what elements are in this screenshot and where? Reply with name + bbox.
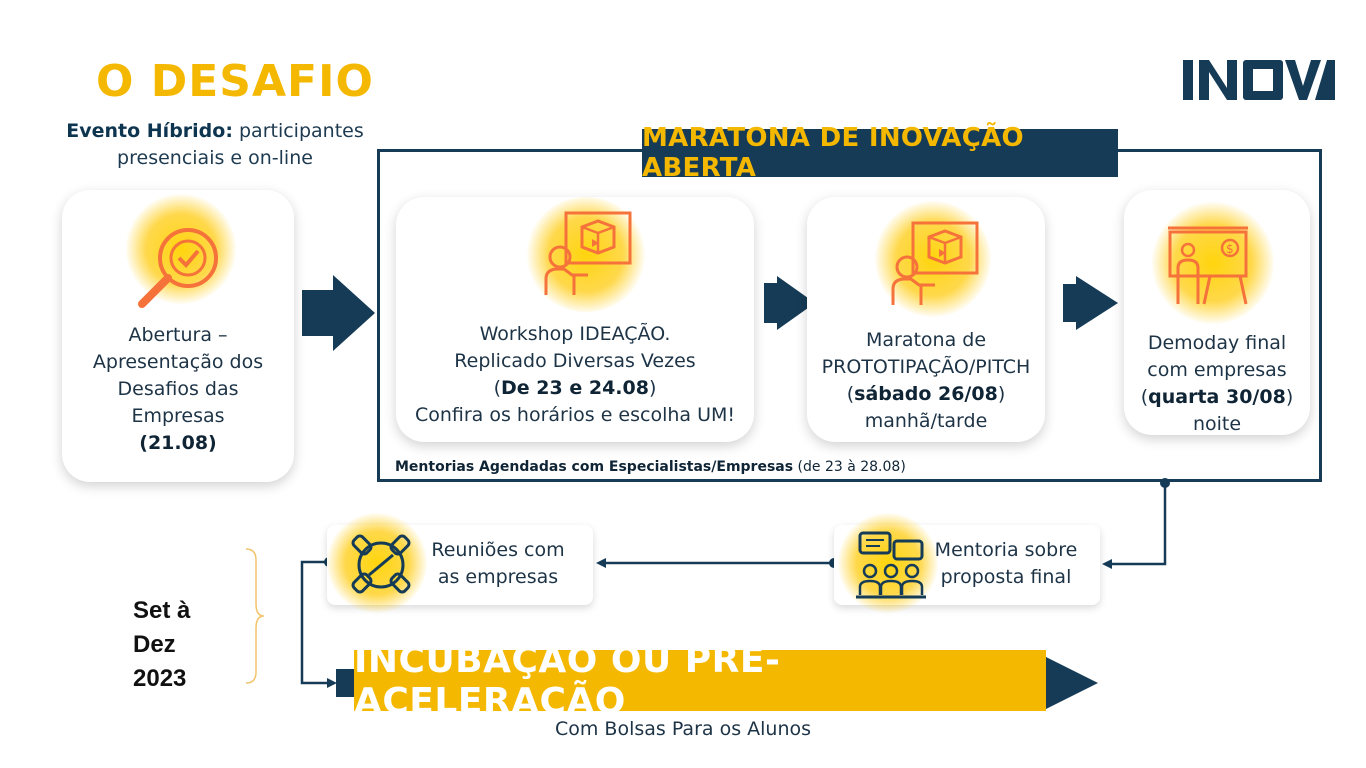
- card-demoday: $ Demoday final com empresas (quarta 30/…: [1124, 190, 1310, 435]
- inova-logo: [1183, 58, 1335, 106]
- card-demoday-text: Demoday final com empresas (quarta 30/08…: [1140, 332, 1294, 435]
- card-prototype-date: sábado 26/08: [854, 383, 998, 405]
- mentoring-schedule-note: Mentorias Agendadas com Especialistas/Em…: [395, 459, 906, 475]
- arrowhead-mentoring: [1102, 559, 1112, 569]
- period-label: Set à Dez 2023: [133, 597, 191, 692]
- arrow-prototype-to-demoday: [1063, 276, 1118, 330]
- card-workshop-text: Workshop IDEAÇÃO. Replicado Diversas Vez…: [414, 323, 736, 426]
- card-opening-date: (21.08): [139, 432, 217, 454]
- arrow-workshop-to-prototype: [764, 276, 815, 330]
- card-opening-text: Abertura – Apresentação dos Desafios das…: [92, 324, 264, 454]
- line-frame-to-mentoring: [1108, 483, 1167, 566]
- svg-text:$: $: [1226, 242, 1234, 256]
- incubation-subtitle: Com Bolsas Para os Alunos: [554, 718, 812, 740]
- subtitle-text: participantes presenciais e on-line: [117, 120, 364, 169]
- presenter-board-icon: [544, 211, 632, 295]
- magnifier-check-icon: [138, 228, 218, 308]
- card-company-meetings: Reuniões com as empresas: [327, 513, 593, 613]
- team-chat-icon: [856, 531, 926, 599]
- card-final-mentoring: Mentoria sobre proposta final: [834, 513, 1100, 613]
- card-prototype: Maratona de PROTOTIPAÇÃO/PITCH (sábado 2…: [807, 197, 1045, 442]
- card-final-mentoring-text: Mentoria sobre proposta final: [934, 539, 1078, 588]
- period-brace: [245, 548, 265, 684]
- arrowhead-incubation: [327, 678, 337, 688]
- event-format-subtitle: Evento Híbrido: participantes presenciai…: [60, 118, 370, 172]
- line-meetings-to-incubation: [300, 560, 330, 685]
- card-workshop-date: De 23 e 24.08: [501, 377, 649, 399]
- card-company-meetings-text: Reuniões com as empresas: [431, 539, 565, 588]
- handshake-chain-icon: [351, 534, 411, 594]
- card-prototype-text: Maratona de PROTOTIPAÇÃO/PITCH (sábado 2…: [821, 329, 1031, 432]
- page-title: O DESAFIO: [96, 56, 374, 107]
- card-opening: Abertura – Apresentação dos Desafios das…: [62, 190, 294, 482]
- card-demoday-date: quarta 30/08: [1148, 386, 1286, 408]
- arrowhead-meetings: [596, 558, 606, 568]
- incubation-end-arrow: [1046, 657, 1098, 709]
- presenter-board-icon: [891, 221, 979, 305]
- card-workshop: Workshop IDEAÇÃO. Replicado Diversas Vez…: [396, 197, 754, 442]
- incubation-banner: INCUBAÇÃO OU PRÉ-ACELERAÇÃO: [354, 640, 1046, 722]
- subtitle-bold: Evento Híbrido:: [66, 120, 233, 142]
- arrow-opening-to-workshop: [302, 275, 375, 351]
- inova-logo-mark: [1183, 60, 1335, 100]
- presentation-money-icon: $: [1168, 226, 1248, 305]
- incubation-start-block: [336, 669, 354, 697]
